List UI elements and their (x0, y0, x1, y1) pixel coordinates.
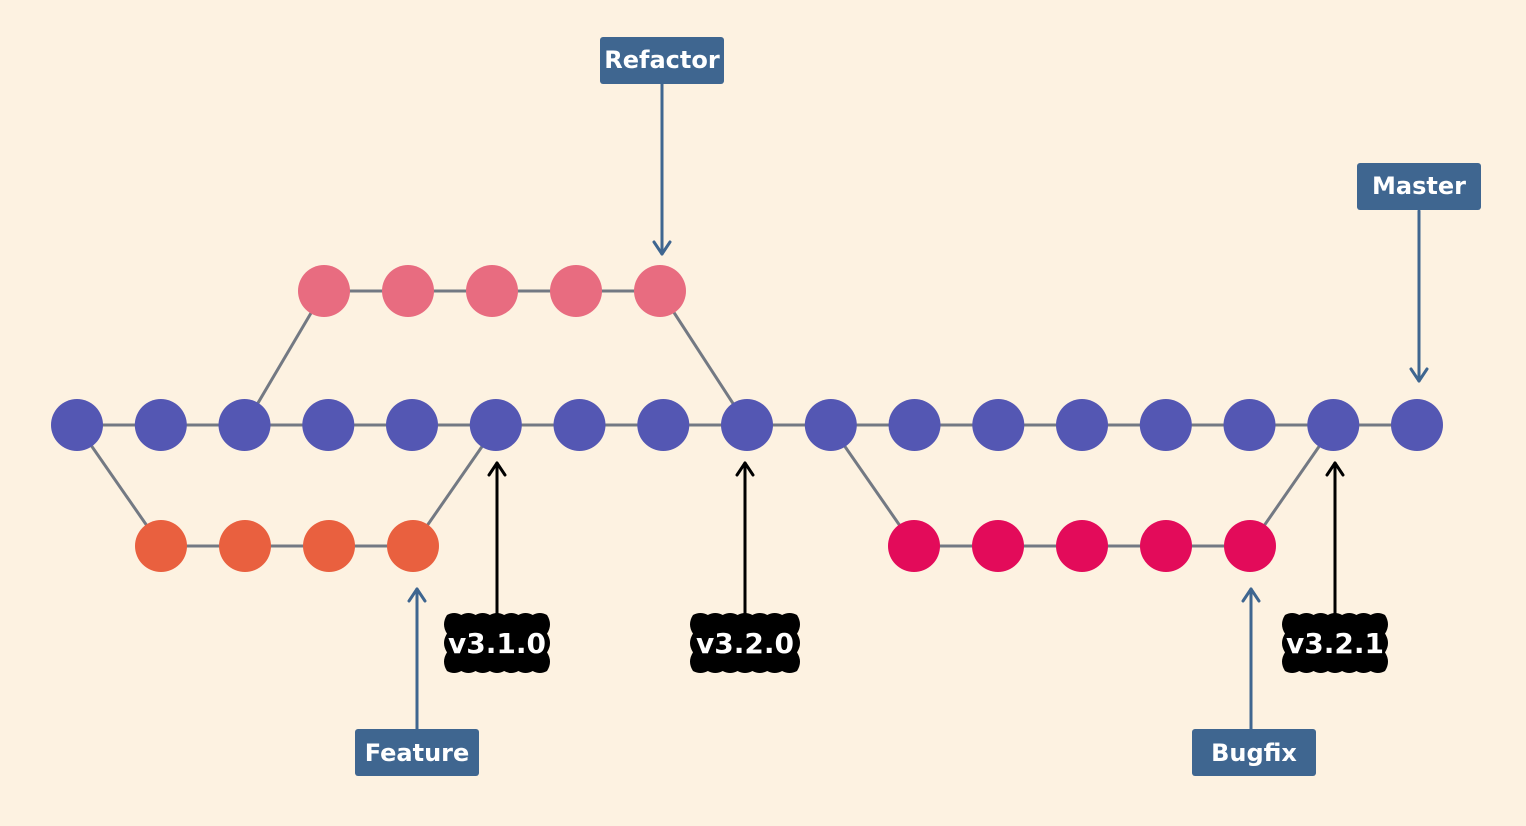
refactor-commit-3 (466, 265, 518, 317)
master-commit-15 (1223, 399, 1276, 451)
branch-label-bugfix-text: Bugfix (1211, 739, 1297, 767)
branch-label-arrows (407, 82, 1429, 731)
bugfix-commit-2 (972, 520, 1024, 572)
master-pointer-arrow (1409, 209, 1429, 383)
bugfix-commit-1 (888, 520, 940, 572)
refactor-commit-2 (382, 265, 434, 317)
v320-pointer-arrow (735, 461, 755, 616)
feature-commit-3 (303, 520, 355, 572)
branch-label-master-box (1357, 163, 1481, 210)
bugfix-commit-3 (1056, 520, 1108, 572)
master-commit-7 (553, 399, 606, 451)
refactor-commit-1 (298, 265, 350, 317)
v321-pointer-arrow (1325, 461, 1345, 616)
branch-label-master: Master (1357, 163, 1481, 210)
master-commit-16 (1307, 399, 1360, 451)
master-commit-10 (804, 399, 857, 451)
feature-commit-1 (135, 520, 187, 572)
feature-commit-2 (219, 520, 271, 572)
master-commit-8 (637, 399, 690, 451)
master-commit-17 (1391, 399, 1443, 451)
v310-pointer-arrow (487, 461, 507, 616)
tag-v320-text: v3.2.0 (696, 627, 794, 660)
tag-v321: v3.2.1 (1282, 613, 1388, 673)
branch-label-refactor: Refactor (600, 37, 724, 84)
bugfix-commit-5 (1224, 520, 1276, 572)
branch-label-feature-text: Feature (365, 739, 470, 767)
master-commit-13 (1056, 399, 1108, 451)
master-commit-6 (469, 399, 522, 451)
branch-label-refactor-text: Refactor (604, 46, 720, 74)
feature-pointer-arrow (407, 587, 427, 731)
tag-v320-badge (690, 613, 800, 673)
refactor-commit-4 (550, 265, 602, 317)
tag-v321-badge (1282, 613, 1388, 673)
master-commit-5 (386, 399, 438, 451)
master-commit-9 (721, 399, 773, 451)
branch-label-master-text: Master (1372, 172, 1466, 200)
master-commit-12 (972, 399, 1025, 451)
commits (51, 265, 1443, 572)
tag-v320: v3.2.0 (690, 613, 800, 673)
tag-v310: v3.1.0 (444, 613, 550, 673)
branch-label-bugfix: Bugfix (1192, 729, 1316, 776)
master-commit-4 (302, 399, 355, 451)
refactor-commit-5 (634, 265, 686, 317)
tag-v310-text: v3.1.0 (448, 627, 546, 660)
bugfix-pointer-arrow (1241, 587, 1261, 731)
tag-arrows (487, 461, 1345, 616)
branch-label-feature-box (355, 729, 479, 776)
refactor-merge-edge (658, 290, 749, 426)
refactor-pointer-arrow (652, 82, 672, 256)
bugfix-commit-4 (1140, 520, 1192, 572)
branch-label-feature: Feature (355, 729, 479, 776)
master-commit-14 (1139, 399, 1192, 451)
branch-label-bugfix-box (1192, 729, 1316, 776)
master-commit-3 (218, 399, 271, 451)
tag-v310-badge (444, 613, 550, 673)
master-commit-2 (134, 399, 187, 451)
master-commit-1 (51, 399, 103, 451)
branch-label-refactor-box (600, 37, 724, 84)
feature-commit-4 (387, 520, 439, 572)
tag-v321-text: v3.2.1 (1286, 627, 1384, 660)
master-commit-11 (888, 399, 941, 451)
